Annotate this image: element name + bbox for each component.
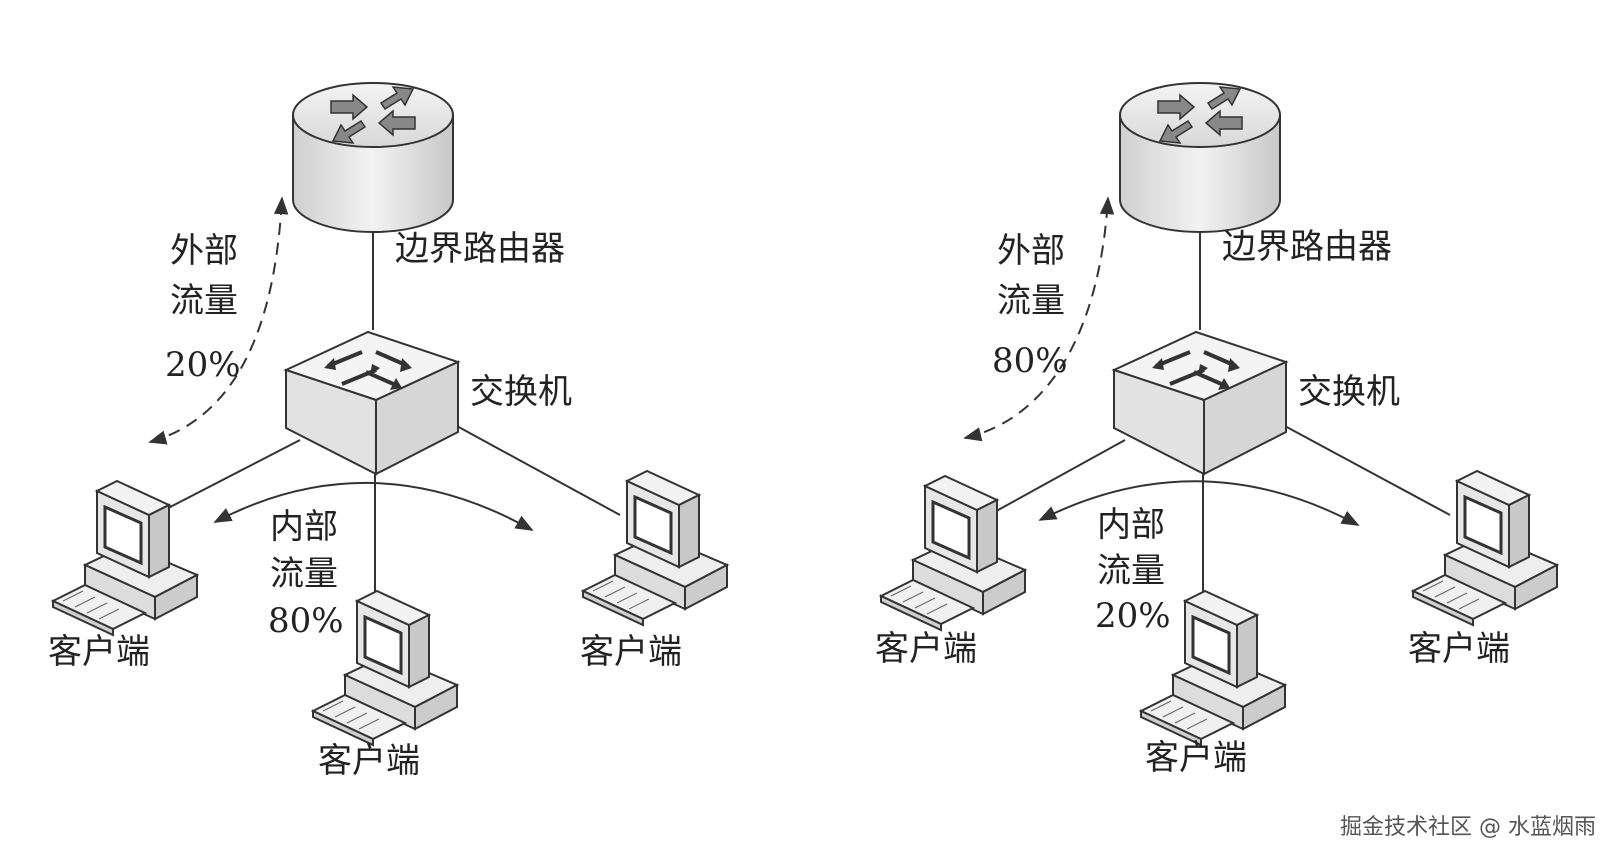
external-traffic-label-line1: 外部 — [170, 231, 238, 271]
internal-traffic-label-line1: 内部 — [1097, 505, 1165, 545]
router-icon — [292, 82, 454, 233]
watermark: 掘金技术社区 @ 水蓝烟雨 — [1340, 815, 1596, 840]
external-traffic-percent: 20% — [165, 345, 241, 385]
client-right-icon — [1411, 469, 1559, 627]
internal-traffic-percent: 80% — [268, 601, 344, 641]
internal-traffic-label-line1: 内部 — [270, 507, 338, 547]
diagram-left: 边界路由器 交换机 外部 流量 20% 内部 流量 80% 客户端 客户端 客户… — [48, 82, 729, 781]
external-traffic-arrow — [148, 196, 289, 445]
external-traffic-label-line1: 外部 — [997, 231, 1065, 271]
client-right-icon — [581, 469, 729, 627]
client-right-label: 客户端 — [580, 632, 682, 672]
router-icon — [1119, 82, 1281, 233]
external-traffic-label-line2: 流量 — [170, 281, 238, 321]
switch-icon — [1112, 330, 1288, 476]
internal-traffic-label-line2: 流量 — [270, 554, 338, 594]
external-traffic-label-line2: 流量 — [997, 281, 1065, 321]
client-right-label: 客户端 — [1408, 629, 1510, 669]
internal-traffic-arrow — [1038, 480, 1360, 526]
router-label: 边界路由器 — [1222, 227, 1392, 267]
links — [144, 230, 621, 605]
client-left-label: 客户端 — [875, 629, 977, 669]
client-left-label: 客户端 — [48, 632, 150, 672]
switch-label: 交换机 — [1298, 372, 1400, 412]
client-left-icon — [879, 474, 1027, 632]
client-middle-label: 客户端 — [1145, 738, 1247, 778]
external-traffic-arrow — [963, 196, 1115, 442]
client-middle-label: 客户端 — [318, 741, 420, 781]
external-traffic-percent: 80% — [992, 341, 1068, 381]
internal-traffic-percent: 20% — [1095, 596, 1171, 636]
internal-traffic-label-line2: 流量 — [1097, 551, 1165, 591]
internal-traffic-arrow — [213, 481, 534, 531]
switch-icon — [284, 330, 460, 476]
links — [979, 230, 1451, 605]
diagram-right: 边界路由器 交换机 外部 流量 80% 内部 流量 20% 客户端 客户端 客户… — [875, 82, 1559, 778]
router-label: 边界路由器 — [395, 229, 565, 269]
switch-label: 交换机 — [470, 372, 572, 412]
